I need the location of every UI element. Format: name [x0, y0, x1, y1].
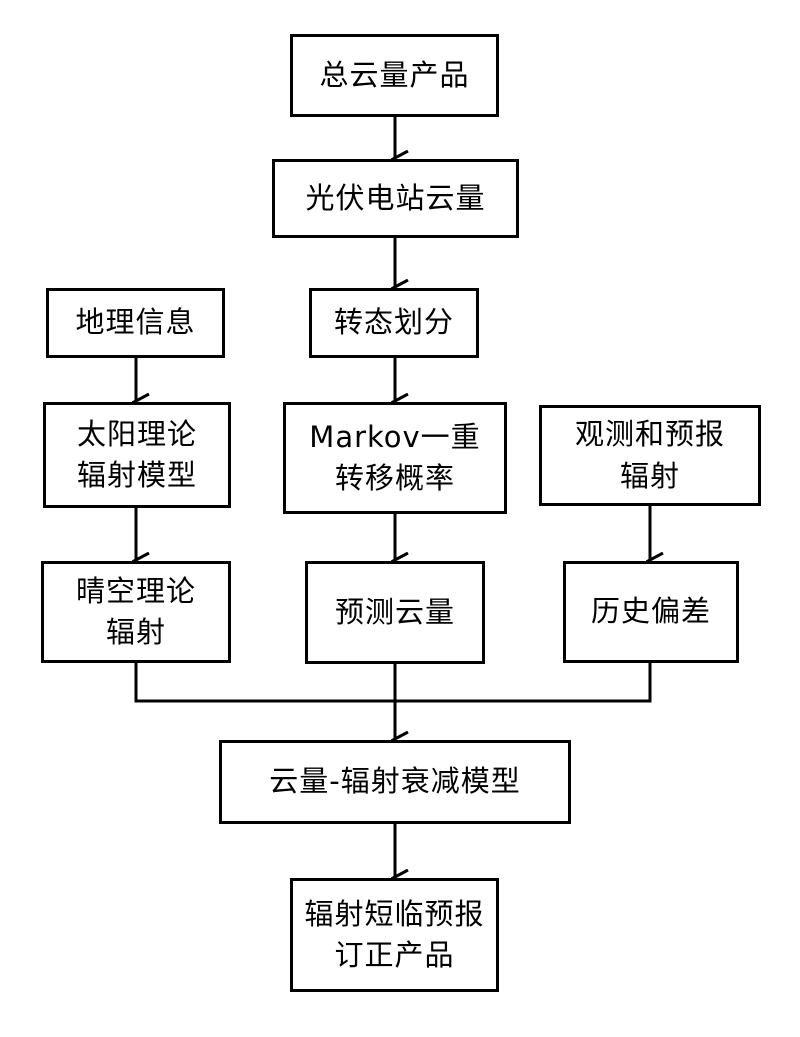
node-label: 太阳理论 辐射模型: [76, 416, 197, 492]
node-label: 辐射短临预报 订正产品: [304, 896, 485, 972]
node-label: 光伏电站云量: [305, 180, 486, 215]
node-label: Markov一重 转移概率: [309, 419, 481, 495]
node-label: 云量-辐射衰减模型: [269, 764, 521, 799]
node-label: 地理信息: [75, 305, 196, 340]
node-label: 观测和预报 辐射: [574, 417, 725, 493]
node-pv-station-cloud: 光伏电站云量: [272, 159, 519, 238]
node-corrected-product: 辐射短临预报 订正产品: [290, 878, 499, 992]
node-historical-bias: 历史偏差: [563, 561, 739, 663]
node-markov-transition: Markov一重 转移概率: [283, 402, 507, 514]
node-label: 预测云量: [334, 594, 455, 629]
node-state-division: 转态划分: [309, 288, 479, 358]
node-clear-sky-radiation: 晴空理论 辐射: [41, 561, 231, 663]
merge-line: [134, 662, 652, 703]
node-predicted-cloud: 预测云量: [305, 561, 485, 664]
node-obs-forecast-radiation: 观测和预报 辐射: [539, 405, 761, 506]
node-total-cloud-product: 总云量产品: [290, 34, 499, 117]
node-label: 总云量产品: [319, 57, 470, 92]
node-label: 历史偏差: [590, 594, 711, 629]
node-geographic-info: 地理信息: [46, 288, 225, 358]
node-attenuation-model: 云量-辐射衰减模型: [219, 740, 571, 824]
node-label: 晴空理论 辐射: [75, 573, 196, 649]
node-label: 转态划分: [333, 305, 454, 340]
node-solar-theory-model: 太阳理论 辐射模型: [43, 402, 231, 508]
